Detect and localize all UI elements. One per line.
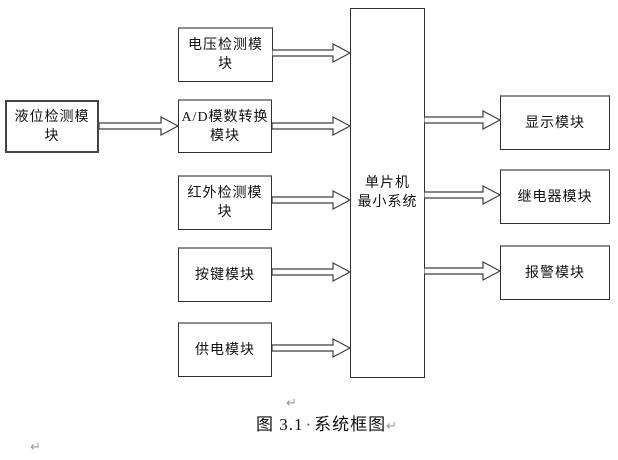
node-display: 显示模块	[500, 95, 610, 150]
node-relay: 继电器模块	[500, 169, 610, 224]
node-liquid-level-detection: 液位检测模块	[5, 100, 99, 153]
figure-number: 图 3.1	[255, 415, 304, 434]
paragraph-mark: ↵	[286, 396, 297, 411]
node-power-supply: 供电模块	[178, 322, 272, 377]
node-label: 显示模块	[525, 115, 585, 131]
arrow-infrared-to-mcu-icon	[272, 189, 351, 211]
arrow-power-to-mcu-icon	[272, 337, 351, 359]
node-label: 继电器模块	[517, 189, 593, 205]
paragraph-mark: ↵	[30, 440, 41, 455]
figure-caption: 图 3.1·系统框图↵	[0, 410, 618, 435]
arrow-mcu-to-relay-icon	[424, 184, 501, 206]
node-label: 红外检测模块	[187, 186, 263, 220]
node-label-line1: 单片机	[365, 176, 410, 191]
arrow-liquid-to-ad-icon	[99, 115, 179, 137]
arrow-keypad-to-mcu-icon	[272, 261, 351, 283]
node-label-line2: 最小系统	[357, 195, 418, 210]
node-mcu-minimum-system: 单片机 最小系统	[350, 8, 425, 378]
figure-title: 系统框图	[314, 415, 387, 434]
paragraph-mark: ↵	[386, 419, 399, 434]
node-label: 电压检测模块	[188, 38, 263, 72]
node-label: A/D模数转换模块	[181, 109, 269, 144]
node-voltage-detection: 电压检测模块	[178, 27, 273, 82]
node-label: 供电模块	[195, 342, 255, 358]
space-dot-mark: ·	[305, 415, 313, 434]
node-infrared-detection: 红外检测模块	[178, 175, 272, 230]
arrow-mcu-to-alarm-icon	[424, 260, 501, 282]
node-ad-converter: A/D模数转换模块	[178, 99, 272, 153]
arrow-mcu-to-display-icon	[424, 109, 501, 131]
node-label: 报警模块	[525, 265, 585, 281]
arrow-voltage-to-mcu-icon	[272, 42, 351, 64]
arrow-ad-to-mcu-icon	[272, 115, 351, 137]
node-keypad: 按键模块	[178, 247, 272, 302]
node-label: 液位检测模块	[14, 109, 90, 144]
node-label: 按键模块	[195, 267, 255, 283]
node-alarm: 报警模块	[500, 245, 610, 300]
